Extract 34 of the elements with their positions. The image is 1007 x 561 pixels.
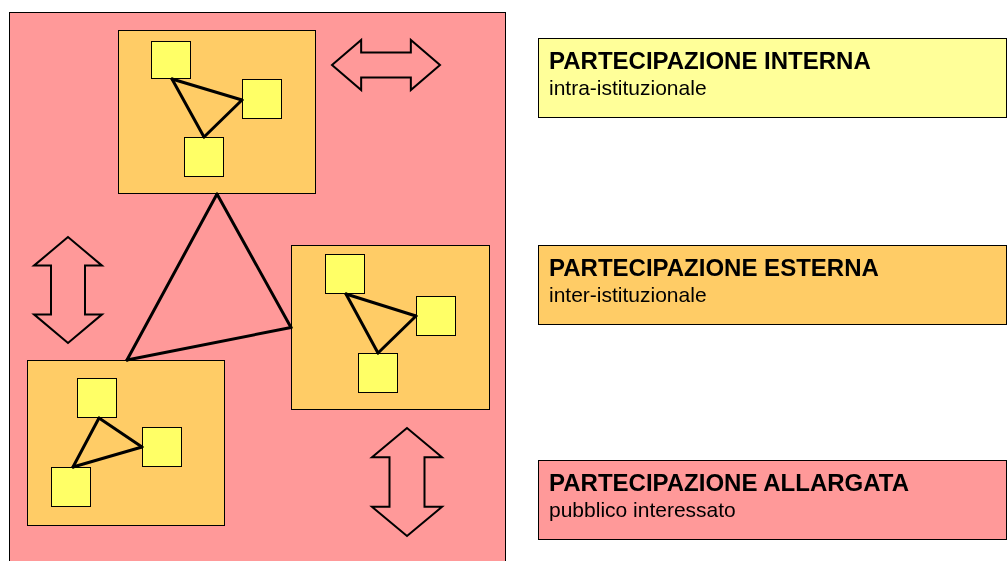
connector-line bbox=[215, 192, 293, 329]
member-square bbox=[77, 378, 117, 418]
member-square bbox=[151, 41, 191, 79]
category-title: PARTECIPAZIONE INTERNA bbox=[549, 47, 872, 75]
connector-line bbox=[376, 314, 418, 355]
category-title: PARTECIPAZIONE ESTERNA bbox=[549, 254, 880, 282]
connector-line bbox=[344, 292, 380, 355]
connector-line bbox=[71, 445, 144, 469]
member-square bbox=[325, 254, 365, 294]
category-subtitle: inter-istituzionale bbox=[549, 282, 708, 308]
group-box bbox=[118, 30, 316, 194]
member-square bbox=[242, 79, 282, 119]
category-title: PARTECIPAZIONE ALLARGATA bbox=[549, 469, 910, 497]
connector-line bbox=[170, 77, 244, 102]
category-box bbox=[538, 460, 1007, 540]
connector-line bbox=[71, 416, 101, 469]
connector-line bbox=[125, 326, 293, 362]
member-square bbox=[358, 353, 398, 393]
category-subtitle: intra-istituzionale bbox=[549, 75, 708, 101]
member-square bbox=[142, 427, 182, 467]
member-square bbox=[51, 467, 91, 507]
category-box bbox=[538, 245, 1007, 325]
connector-line bbox=[170, 77, 206, 139]
member-square bbox=[184, 137, 224, 177]
participation-area bbox=[9, 12, 506, 561]
category-box bbox=[538, 38, 1007, 118]
connector-line bbox=[125, 192, 219, 362]
connector-line bbox=[202, 98, 244, 139]
category-subtitle: pubblico interessato bbox=[549, 497, 737, 523]
connector-line bbox=[97, 416, 144, 449]
member-square bbox=[416, 296, 456, 336]
group-box bbox=[27, 360, 225, 526]
group-box bbox=[291, 245, 490, 410]
connector-line bbox=[344, 292, 418, 318]
